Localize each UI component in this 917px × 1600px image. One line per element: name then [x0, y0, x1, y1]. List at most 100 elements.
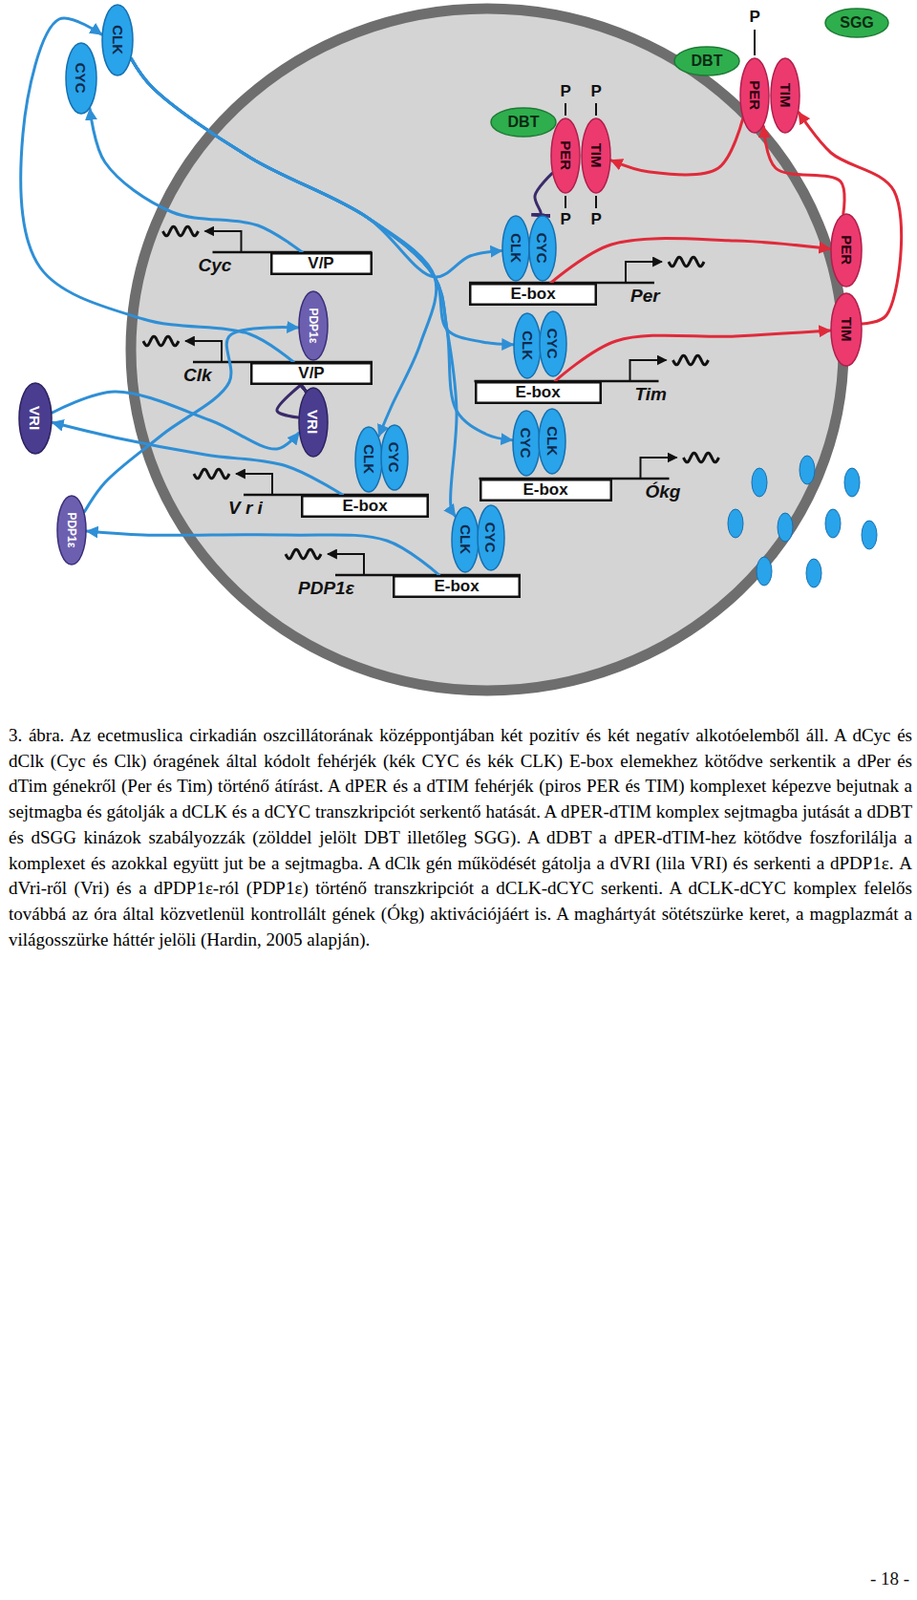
protein-ellipse: TIM [769, 57, 801, 134]
leader-line [564, 195, 567, 209]
leader-line [595, 195, 598, 209]
node-text: CLK [507, 234, 524, 264]
protein-ellipse: VRI [18, 382, 53, 455]
node-text: PER [837, 235, 854, 266]
leader-line [595, 103, 598, 116]
promoter-arrow [630, 360, 667, 382]
node-text: V/P [307, 254, 334, 274]
node-text: CLK [518, 331, 535, 362]
protein-ellipse: TIM [580, 117, 612, 194]
connector [551, 238, 831, 283]
protein-ellipse: CYC [511, 409, 541, 477]
droplet [756, 556, 772, 586]
connector [763, 126, 845, 214]
mrna [668, 256, 704, 267]
protein-ellipse: TIM [830, 292, 863, 367]
node-text: PER [746, 81, 763, 111]
mrna [163, 226, 199, 236]
protein-ellipse: PER [550, 117, 581, 194]
node-text: CLK [108, 25, 126, 56]
node-text: CYC [385, 442, 403, 473]
connector [534, 173, 553, 216]
node-text: TIM [776, 83, 793, 108]
node-text: TIM [837, 317, 854, 342]
gene-label: Ókg [645, 481, 682, 503]
mrna [143, 336, 179, 346]
node-text: SGG [839, 14, 875, 32]
gene-label: PDP1ε [298, 577, 355, 599]
node-text: PER [556, 141, 574, 171]
gene-label: Cyc [198, 255, 233, 277]
droplet [825, 509, 841, 538]
connector [52, 391, 299, 449]
droplet [861, 520, 877, 550]
node-text: E-box [510, 284, 555, 304]
phospho-label: P [560, 82, 572, 102]
connector [611, 119, 744, 175]
connector [131, 59, 502, 278]
protein-ellipse: CLK [450, 506, 480, 574]
protein-ellipse: PER [830, 213, 863, 288]
droplet [751, 468, 768, 497]
protein-ellipse: CLK [512, 312, 542, 380]
node-text: TIM [587, 143, 604, 169]
protein-ellipse: PER [739, 57, 770, 134]
gene-box: E-box [392, 575, 521, 598]
promoter-arrow [640, 457, 678, 479]
connector [277, 384, 301, 418]
node-text: PDP1ε [306, 307, 320, 343]
promoter-arrow [205, 231, 242, 253]
node-text: V/P [298, 363, 324, 384]
node-text: CYC [517, 427, 534, 459]
protein-ellipse: CYC [528, 214, 557, 282]
protein-ellipse: CYC [64, 42, 98, 115]
gene-box: E-box [300, 494, 429, 518]
phospho-label: P [749, 7, 761, 27]
node-text: CYC [533, 233, 551, 264]
node-text: CLK [456, 525, 473, 555]
protein-ellipse: CLK [537, 407, 567, 475]
promoter-arrow [185, 341, 222, 363]
droplet [799, 455, 815, 485]
phospho-label: P [591, 82, 602, 102]
gene-box: V/P [250, 362, 373, 385]
protein-ellipse: CYC [538, 310, 568, 378]
connector [21, 18, 295, 363]
node-text: E-box [522, 480, 568, 500]
node-text: CLK [360, 445, 377, 475]
promoter-arrow [327, 554, 364, 576]
protein-droplets [727, 455, 877, 588]
protein-ellipse: DBT [490, 106, 557, 138]
gene-label: Tim [635, 383, 667, 406]
node-text: VRI [304, 409, 321, 434]
nucleus [130, 8, 844, 691]
node-text: CYC [544, 328, 561, 360]
promoter-arrow [625, 261, 662, 283]
gene-label: Clk [183, 364, 213, 386]
phospho-label: P [560, 210, 572, 230]
connector [554, 330, 831, 382]
connector [86, 531, 440, 576]
protein-ellipse: CYC [476, 504, 506, 572]
droplet [727, 509, 744, 538]
promoter-arrow [235, 473, 273, 495]
mrna [673, 355, 709, 365]
gene-box: E-box [479, 478, 613, 502]
phospho-leaders [565, 29, 755, 209]
node-text: PDP1ε [64, 511, 79, 548]
gene-label: Per [630, 285, 661, 307]
connector [131, 59, 437, 437]
page-number: - 18 - [870, 1568, 910, 1590]
node-text: CYC [72, 63, 89, 94]
leader-line [564, 103, 567, 116]
node-text: CYC [482, 522, 499, 554]
gene-label: V r i [228, 497, 263, 519]
node-text: CLK [543, 426, 560, 457]
protein-ellipse: CLK [354, 426, 384, 493]
connector [89, 108, 302, 253]
protein-ellipse: PDP1ε [56, 494, 87, 566]
connector [798, 112, 901, 324]
protein-ellipse: SGG [824, 7, 890, 39]
